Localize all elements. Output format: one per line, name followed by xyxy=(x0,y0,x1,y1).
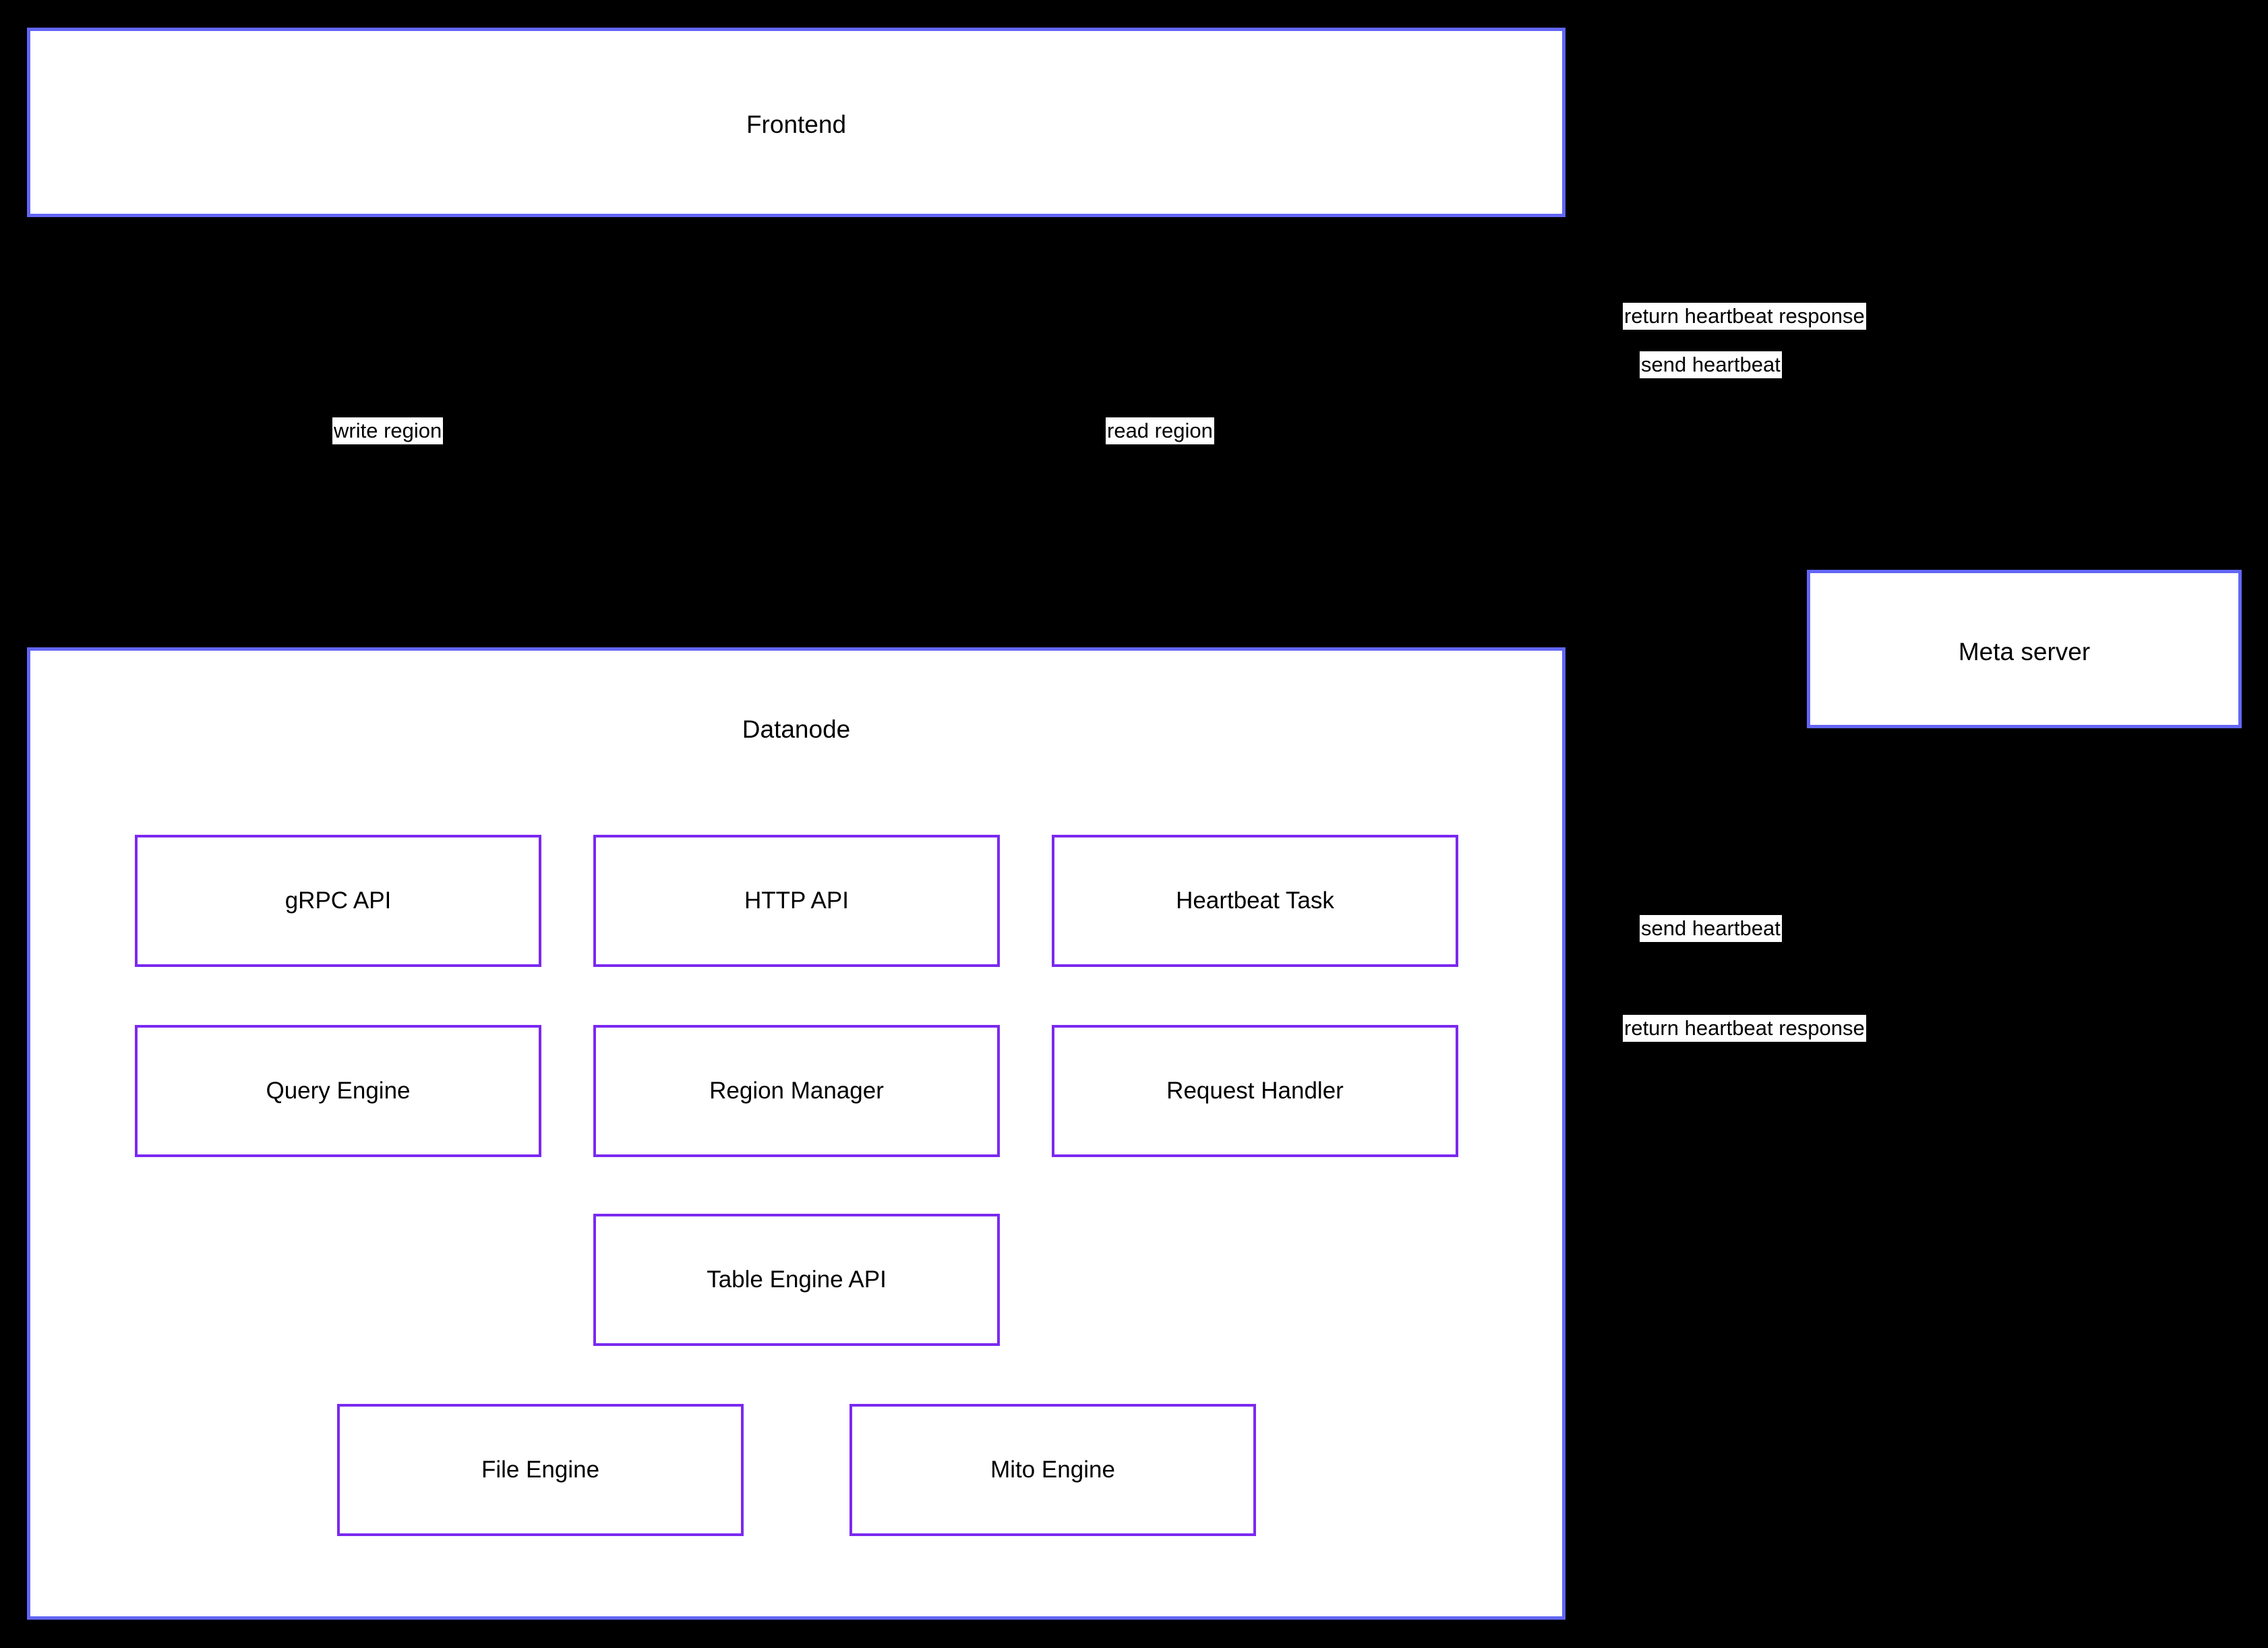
meta-server-label: Meta server xyxy=(1958,638,2091,666)
component-label-region-manager: Region Manager xyxy=(709,1078,884,1104)
component-label-table-engine-api: Table Engine API xyxy=(707,1266,887,1293)
frontend-label: Frontend xyxy=(746,111,847,138)
meta-server-node[interactable]: Meta server xyxy=(1807,570,2242,728)
component-region-manager[interactable]: Region Manager xyxy=(593,1025,1000,1157)
edge-label-send-heartbeat-top: send heartbeat xyxy=(1640,351,1782,378)
component-mito-engine[interactable]: Mito Engine xyxy=(849,1404,1256,1536)
component-label-request-handler: Request Handler xyxy=(1166,1078,1344,1104)
edge-label-return-heartbeat-response-bottom: return heartbeat response xyxy=(1623,1015,1866,1042)
datanode-label: Datanode xyxy=(742,715,851,743)
component-label-query-engine: Query Engine xyxy=(266,1078,411,1104)
component-query-engine[interactable]: Query Engine xyxy=(135,1025,541,1157)
edge-label-read-region: read region xyxy=(1106,417,1214,444)
connector-datanode-meta-send xyxy=(1564,726,1943,1363)
component-label-http-api: HTTP API xyxy=(744,887,849,914)
component-label-heartbeat-task: Heartbeat Task xyxy=(1176,887,1334,914)
edge-label-return-heartbeat-response-top: return heartbeat response xyxy=(1623,303,1866,330)
component-http-api[interactable]: HTTP API xyxy=(593,835,1000,967)
component-request-handler[interactable]: Request Handler xyxy=(1052,1025,1458,1157)
edge-label-write-region: write region xyxy=(332,417,444,444)
edge-label-send-heartbeat-bottom: send heartbeat xyxy=(1640,915,1782,942)
component-heartbeat-task[interactable]: Heartbeat Task xyxy=(1052,835,1458,967)
component-label-file-engine: File Engine xyxy=(481,1456,600,1483)
component-file-engine[interactable]: File Engine xyxy=(337,1404,744,1536)
component-table-engine-api[interactable]: Table Engine API xyxy=(593,1214,1000,1346)
component-label-mito-engine: Mito Engine xyxy=(990,1456,1115,1483)
frontend-node[interactable]: Frontend xyxy=(27,28,1565,217)
component-grpc-api[interactable]: gRPC API xyxy=(135,835,541,967)
component-label-grpc-api: gRPC API xyxy=(285,887,392,914)
